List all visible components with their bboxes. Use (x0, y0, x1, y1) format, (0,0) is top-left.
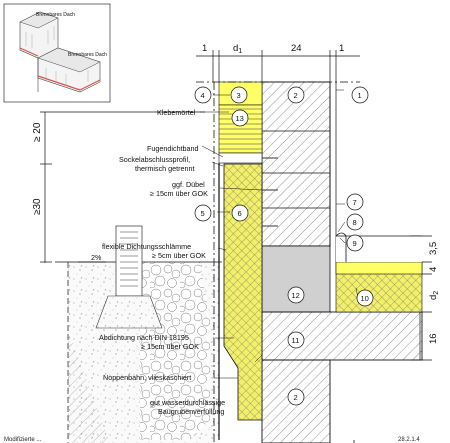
marker-5: 5 (194, 204, 212, 222)
inset-building-sketch: Brennbares Dach Brennbares Dach (3, 3, 111, 103)
drain-pipe (95, 225, 163, 329)
dim-ge20: ≥ 20 (32, 122, 43, 142)
label-duebel-1: ggf. Dübel (172, 180, 205, 189)
svg-text:1: 1 (358, 91, 362, 100)
svg-text:8: 8 (353, 218, 357, 227)
marker-3: 3 (230, 86, 248, 104)
label-verfuellung-2: Baugrubenverfüllung (158, 407, 224, 416)
footer-left: Modifizierte ... (4, 437, 42, 443)
svg-text:9: 9 (353, 239, 357, 248)
marker-2-bottom: 2 (287, 388, 305, 406)
leader-lines (200, 89, 359, 379)
label-abdichtung-2: ≥ 15cm über GOK (141, 342, 199, 351)
svg-text:11: 11 (292, 336, 300, 345)
marker-9: 9 (346, 234, 364, 252)
dim-ge30: ≥30 (32, 198, 43, 215)
wall-structure (261, 81, 423, 443)
marker-10: 10 (356, 289, 374, 307)
dim-d1: d1 (233, 43, 242, 55)
svg-text:10: 10 (361, 294, 369, 303)
inset-roof-label-top: Brennbares Dach (36, 12, 75, 18)
marker-4: 4 (194, 86, 212, 104)
left-dimension-chain: ≥ 20 ≥30 (32, 111, 205, 263)
dim-wall: 24 (291, 43, 302, 54)
svg-text:4: 4 (201, 91, 205, 100)
label-fugendichtband: Fugendichtband (147, 144, 199, 153)
dim-one-left: 1 (202, 43, 207, 54)
svg-text:2: 2 (294, 393, 298, 402)
label-schlaemme-2: ≥ 5cm über GOK (152, 251, 206, 260)
label-sockelabschluss-2: thermisch getrennt (135, 164, 195, 173)
svg-text:13: 13 (236, 114, 244, 123)
marker-12: 12 (287, 286, 305, 304)
svg-text:6: 6 (238, 209, 242, 218)
marker-13: 13 (231, 109, 249, 127)
marker-7: 7 (346, 193, 364, 211)
marker-11: 11 (287, 331, 305, 349)
inset-roof-label-right: Brennbares Dach (68, 52, 107, 58)
label-noppenbahn: Noppenbahn, vlieskaschiert (103, 373, 191, 382)
dim-d2: d2 (428, 291, 440, 300)
label-verfuellung-1: gut wasserdurchlässige (150, 398, 225, 407)
svg-text:7: 7 (353, 198, 357, 207)
marker-6: 6 (231, 204, 249, 222)
dim-one-right: 1 (339, 43, 344, 54)
label-klebemoertel: Klebemörtel (157, 108, 196, 117)
marker-8: 8 (346, 213, 364, 231)
svg-text:3: 3 (237, 91, 241, 100)
label-sockelabschluss-1: Sockelabschlussprofil, (119, 155, 190, 164)
marker-1: 1 (351, 86, 369, 104)
svg-text:5: 5 (201, 209, 205, 218)
label-slope: 2% (91, 253, 102, 262)
top-dimension-chain: 1 d1 24 1 (196, 43, 360, 82)
svg-text:12: 12 (292, 291, 300, 300)
marker-2-top: 2 (287, 86, 305, 104)
anchors (262, 157, 278, 227)
footer-right: 28.2.1.4 (398, 437, 420, 443)
svg-text:2: 2 (294, 91, 298, 100)
dim-4: 4 (428, 267, 439, 272)
dim-3-5: 3,5 (428, 242, 439, 255)
label-abdichtung-1: Abdichtung nach DIN 18195 (99, 333, 189, 342)
dim-16: 16 (428, 333, 439, 344)
label-schlaemme-1: flexible Dichtungsschlämme (102, 242, 191, 251)
label-duebel-2: ≥ 15cm über GOK (150, 189, 208, 198)
